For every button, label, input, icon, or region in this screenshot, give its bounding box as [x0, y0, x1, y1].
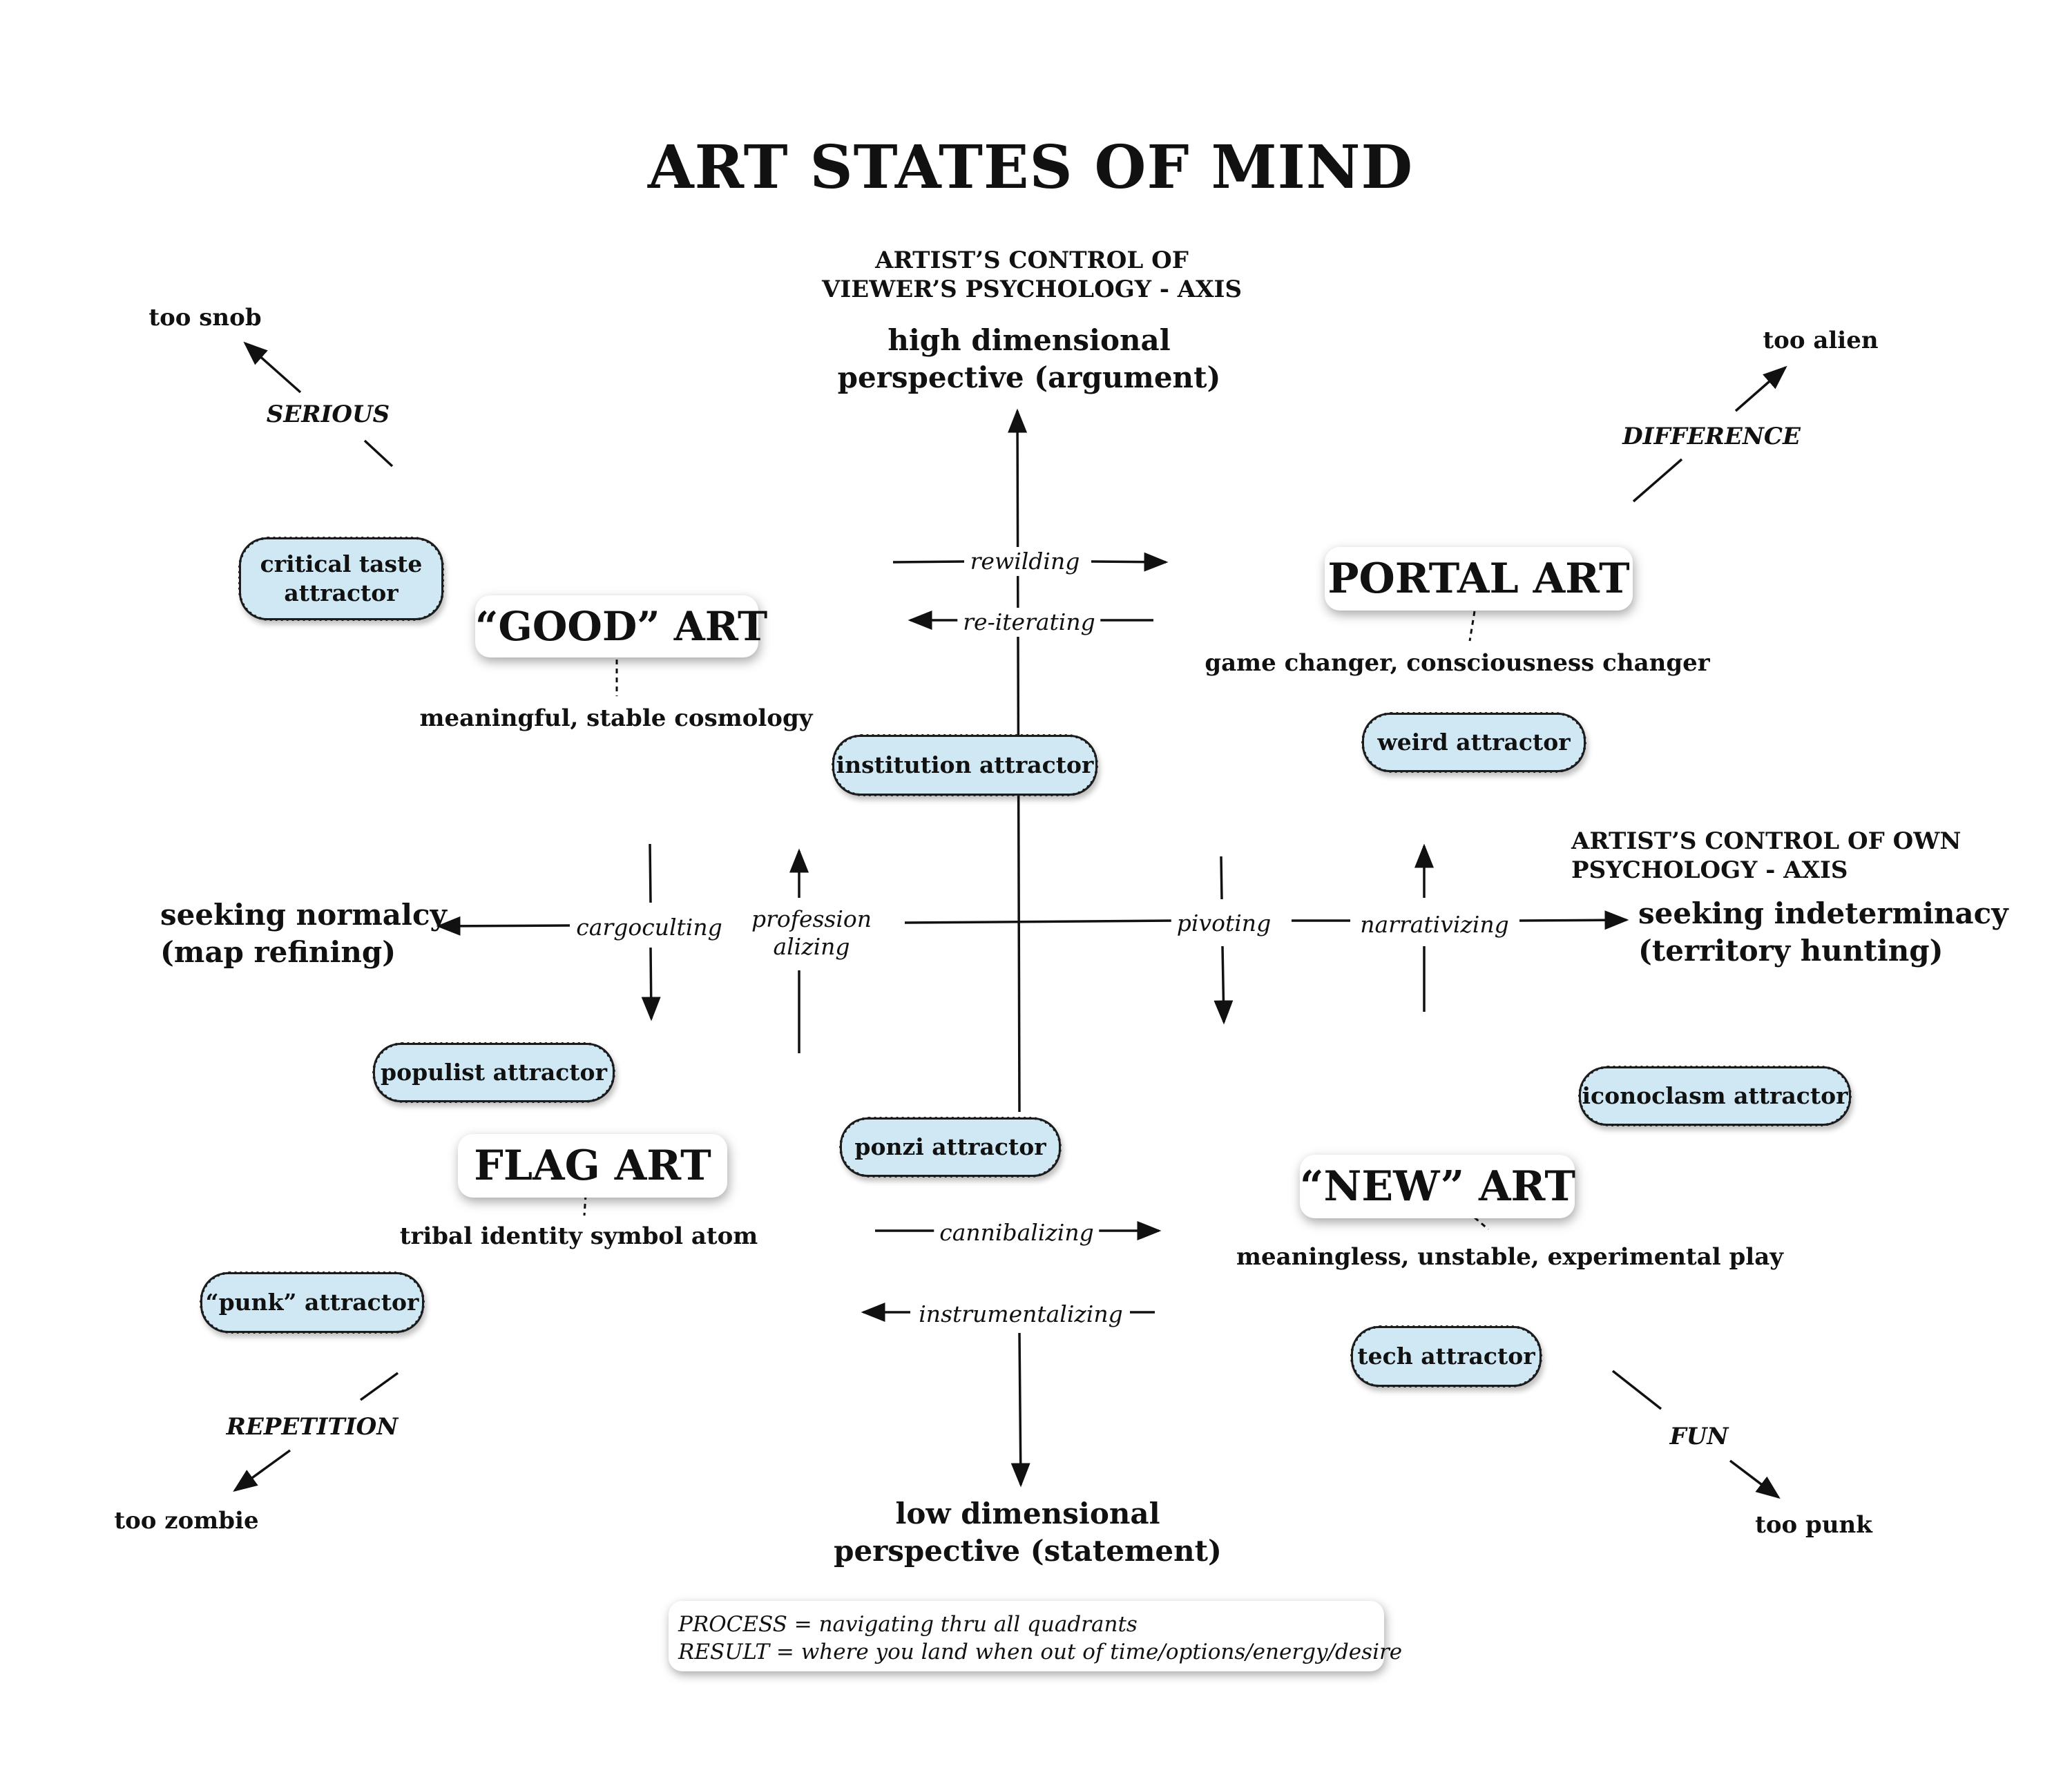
vertical-axis-header-line2: VIEWER’S PSYCHOLOGY - AXIS: [822, 276, 1242, 303]
vertical-axis-header-line1: ARTIST’S CONTROL OF: [875, 247, 1189, 274]
horizontal-axis-far-right: [1519, 910, 1629, 930]
transition-narrativizing: narrativizing: [1354, 910, 1515, 939]
right-pole-line2: (territory hunting): [1638, 934, 1944, 968]
process-line: PROCESS = navigating thru all quadrants: [678, 1612, 1138, 1637]
professionalizing-line2: alizing: [773, 933, 850, 960]
transition-reiterating: re-iterating: [957, 608, 1101, 637]
professionalizing-line1: profession: [751, 905, 872, 932]
diagram-title: ART STATES OF MIND: [647, 133, 1414, 202]
art-description-portal: game changer, consciousness changer: [1205, 649, 1710, 677]
transition-cargoculting: cargoculting: [570, 913, 728, 942]
attractor-institution: institution attractor: [832, 734, 1098, 796]
vertical-axis-top-pole: high dimensional perspective (argument): [838, 322, 1221, 396]
art-description-good: meaningful, stable cosmology: [419, 704, 813, 732]
vertical-axis-bottom-pole: low dimensional perspective (statement): [834, 1495, 1222, 1570]
extreme-too-punk: too punk: [1755, 1511, 1872, 1539]
extreme-too-zombie: too zombie: [114, 1507, 259, 1535]
attractor-ponzi: ponzi attractor: [839, 1117, 1062, 1178]
top-pole-line1: high dimensional: [888, 323, 1171, 357]
attractor-critical-taste: critical taste attractor: [238, 537, 444, 621]
direction-repetition: REPETITION: [226, 1413, 399, 1441]
direction-serious: SERIOUS: [266, 401, 390, 428]
horizontal-axis-header-line1: ARTIST’S CONTROL OF OWN: [1571, 827, 1961, 855]
art-box-new: “NEW” ART: [1300, 1155, 1575, 1218]
top-pole-line2: perspective (argument): [837, 361, 1221, 394]
left-pole-line2: (map refining): [160, 935, 396, 969]
left-pole-line1: seeking normalcy: [160, 898, 447, 932]
critical-taste-line2: attractor: [284, 579, 399, 606]
transition-cannibalizing: cannibalizing: [934, 1218, 1100, 1247]
horizontal-axis-header-line2: PSYCHOLOGY - AXIS: [1571, 856, 1848, 884]
horizontal-axis-header: ARTIST’S CONTROL OF OWN PSYCHOLOGY - AXI…: [1571, 827, 1961, 885]
art-box-portal: PORTAL ART: [1325, 547, 1633, 611]
critical-taste-line1: critical taste: [260, 550, 423, 577]
attractor-iconoclasm: iconoclasm attractor: [1578, 1066, 1852, 1126]
horizontal-axis-right-pole: seeking indeterminacy (territory hunting…: [1638, 895, 2008, 970]
attractor-weird: weird attractor: [1361, 712, 1586, 773]
attractor-punk: “punk” attractor: [200, 1271, 425, 1334]
extreme-too-snob: too snob: [148, 304, 262, 332]
right-pole-line1: seeking indeterminacy: [1638, 896, 2008, 930]
art-description-new: meaningless, unstable, experimental play: [1236, 1243, 1784, 1271]
vertical-axis-lower: [1010, 1332, 1030, 1488]
extreme-too-alien: too alien: [1763, 327, 1879, 354]
transition-rewilding: rewilding: [964, 547, 1086, 576]
result-line: RESULT = where you land when out of time…: [678, 1640, 1403, 1664]
horizontal-axis-line: [904, 919, 1175, 924]
transition-professionalizing: profession alizing: [745, 905, 878, 961]
bottom-pole-line2: perspective (statement): [834, 1534, 1222, 1568]
art-description-flag: tribal identity symbol atom: [399, 1222, 758, 1250]
art-box-good: “GOOD” ART: [475, 595, 767, 657]
art-box-flag: FLAG ART: [458, 1134, 727, 1198]
process-result-note: PROCESS = navigating thru all quadrants …: [669, 1601, 1403, 1671]
transition-pivoting: pivoting: [1171, 909, 1277, 938]
direction-difference: DIFFERENCE: [1622, 423, 1801, 450]
attractor-populist: populist attractor: [372, 1042, 615, 1103]
direction-fun: FUN: [1669, 1423, 1729, 1450]
vertical-axis-header: ARTIST’S CONTROL OF VIEWER’S PSYCHOLOGY …: [822, 246, 1242, 304]
horizontal-axis-far-left: [436, 916, 570, 936]
horizontal-axis-left-pole: seeking normalcy (map refining): [160, 896, 447, 971]
bottom-pole-line1: low dimensional: [895, 1497, 1160, 1530]
attractor-tech: tech attractor: [1350, 1325, 1542, 1387]
transition-instrumentalizing: instrumentalizing: [913, 1300, 1129, 1329]
